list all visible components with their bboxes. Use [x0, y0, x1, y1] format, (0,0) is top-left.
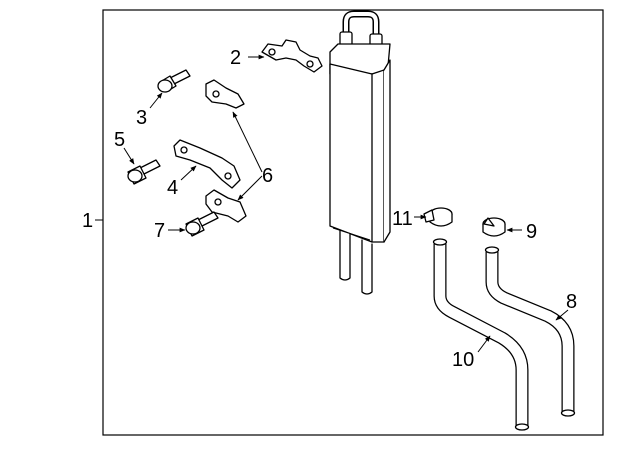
callout-3: 3 — [136, 107, 147, 129]
upper-bracket — [261, 39, 323, 73]
callout-9: 9 — [526, 221, 537, 243]
oil-cooler — [329, 10, 391, 295]
bracket-6-lower — [205, 189, 247, 223]
callout-2: 2 — [230, 47, 241, 69]
callout-7: 7 — [154, 220, 165, 242]
bolt-3 — [157, 69, 191, 93]
callout-1: 1 — [82, 210, 93, 232]
callout-10: 10 — [452, 349, 474, 371]
bracket-6-upper — [205, 79, 245, 109]
callout-6: 6 — [262, 165, 273, 187]
callout-4: 4 — [167, 177, 178, 199]
callout-5: 5 — [114, 129, 125, 151]
bracket-4 — [173, 139, 241, 189]
hose-10 — [432, 238, 530, 431]
callout-8: 8 — [566, 291, 577, 313]
bolt-7 — [185, 211, 219, 237]
callout-11: 11 — [392, 208, 413, 230]
callout-leaders — [95, 54, 569, 353]
clamp-9 — [482, 217, 506, 237]
hose-8 — [484, 246, 576, 417]
clamp-11 — [423, 207, 453, 227]
bolt-5 — [127, 159, 161, 185]
assembly-frame — [102, 9, 604, 436]
